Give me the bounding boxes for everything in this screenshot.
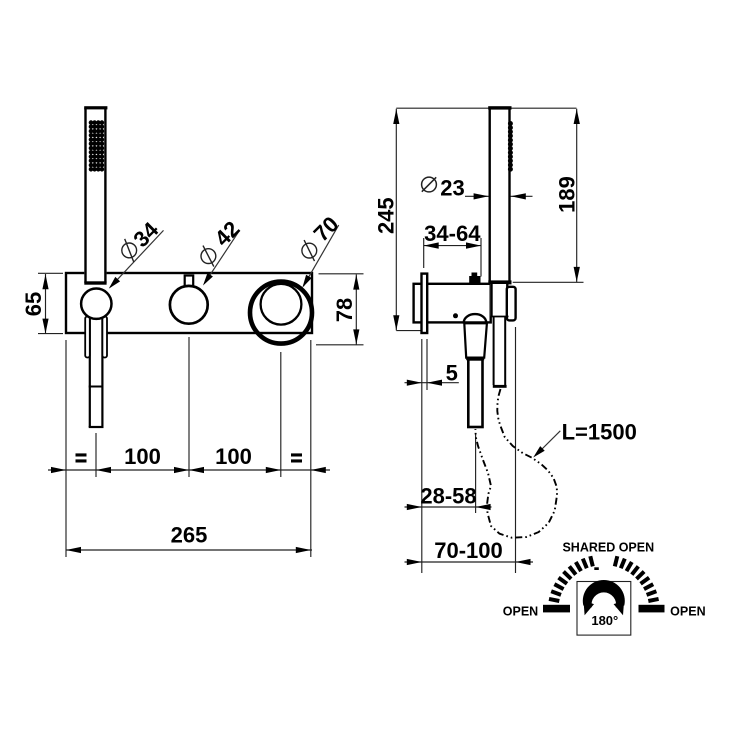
svg-text:100: 100 [215,444,252,469]
svg-text:180°: 180° [591,613,618,628]
svg-text:65: 65 [21,292,46,316]
svg-text:265: 265 [171,522,208,547]
svg-text:100: 100 [124,444,161,469]
svg-text:245: 245 [374,197,399,234]
svg-text:SHARED OPEN: SHARED OPEN [562,541,654,555]
svg-text:78: 78 [332,298,357,322]
svg-text:28-58: 28-58 [420,483,476,508]
svg-text:189: 189 [555,176,580,213]
svg-text:23: 23 [440,175,464,200]
svg-text:34-64: 34-64 [424,221,481,246]
svg-text:70-100: 70-100 [434,538,503,563]
svg-text:OPEN: OPEN [503,605,538,619]
svg-text:5: 5 [446,360,458,385]
svg-text:L=1500: L=1500 [562,420,637,445]
svg-text:OPEN: OPEN [670,605,705,619]
